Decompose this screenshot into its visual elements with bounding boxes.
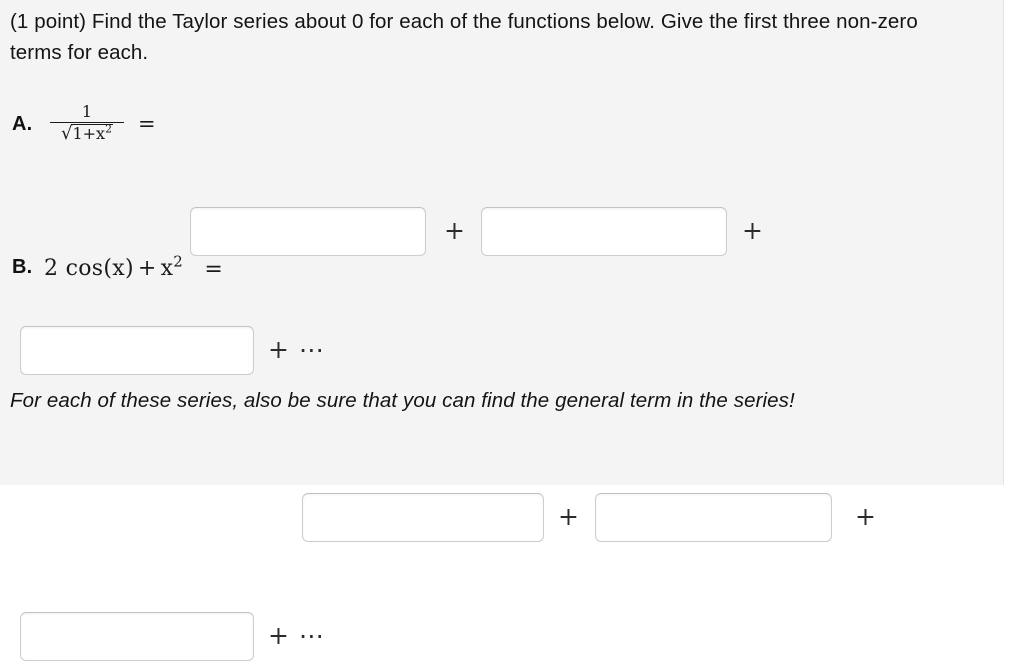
variable: x <box>160 256 174 281</box>
radical-sign-icon: √ <box>60 122 73 144</box>
part-a-answer-term-2[interactable] <box>481 207 727 256</box>
part-b-plus-1: + <box>558 502 579 531</box>
part-a-row-1: A. 1 √ 1+x2 <box>0 100 1003 256</box>
part-a-row-2: + ⋯ <box>0 162 1003 375</box>
part-a-expression: 1 √ 1+x2 = <box>50 102 156 143</box>
square-root: √ 1+x2 <box>61 124 113 143</box>
part-a-plus-2: + <box>742 216 763 245</box>
page-right-margin <box>1003 0 1024 485</box>
part-b-answer-term-2[interactable] <box>595 493 832 542</box>
part-b-operator: + <box>137 256 157 281</box>
problem-part-b: B. 2 cos(x)+x2 = + + + ⋯ <box>0 243 1003 661</box>
part-b-plus-2: + <box>855 502 876 531</box>
radicand: 1+x2 <box>71 124 113 143</box>
problem-content: (1 point) Find the Taylor series about 0… <box>0 10 1003 661</box>
cosine-term: cos(x) <box>65 256 134 281</box>
problem-part-a: A. 1 √ 1+x2 <box>0 100 1003 375</box>
fraction-denominator: √ 1+x2 <box>59 123 115 143</box>
part-b-expression: 2 cos(x)+x2 = <box>44 252 224 282</box>
radicand-base: 1+x <box>72 123 106 143</box>
part-a-answer-term-1[interactable] <box>190 207 426 256</box>
part-a-label: A. <box>12 113 33 135</box>
part-a-answer-term-3[interactable] <box>20 326 254 375</box>
problem-prompt: (1 point) Find the Taylor series about 0… <box>10 10 918 64</box>
part-b-answer-term-3[interactable] <box>20 612 254 661</box>
part-b-row-2: + ⋯ <box>0 305 1003 661</box>
part-b-label: B. <box>12 256 33 278</box>
variable-exponent: 2 <box>173 252 184 271</box>
part-a-plus-ellipsis: + ⋯ <box>268 335 325 364</box>
equals-sign: = <box>138 112 156 137</box>
part-b-row-1: B. 2 cos(x)+x2 = + + <box>0 243 1003 542</box>
fraction-numerator: 1 <box>81 102 93 121</box>
part-b-answer-term-1[interactable] <box>302 493 544 542</box>
equals-sign: = <box>204 257 224 282</box>
radicand-exponent: 2 <box>105 122 112 136</box>
problem-note: For each of these series, also be sure t… <box>10 389 795 412</box>
coefficient: 2 <box>44 256 59 281</box>
fraction: 1 √ 1+x2 <box>50 102 124 143</box>
fraction-bar <box>50 121 124 123</box>
part-a-plus-1: + <box>444 216 465 245</box>
part-b-plus-ellipsis: + ⋯ <box>268 621 325 650</box>
